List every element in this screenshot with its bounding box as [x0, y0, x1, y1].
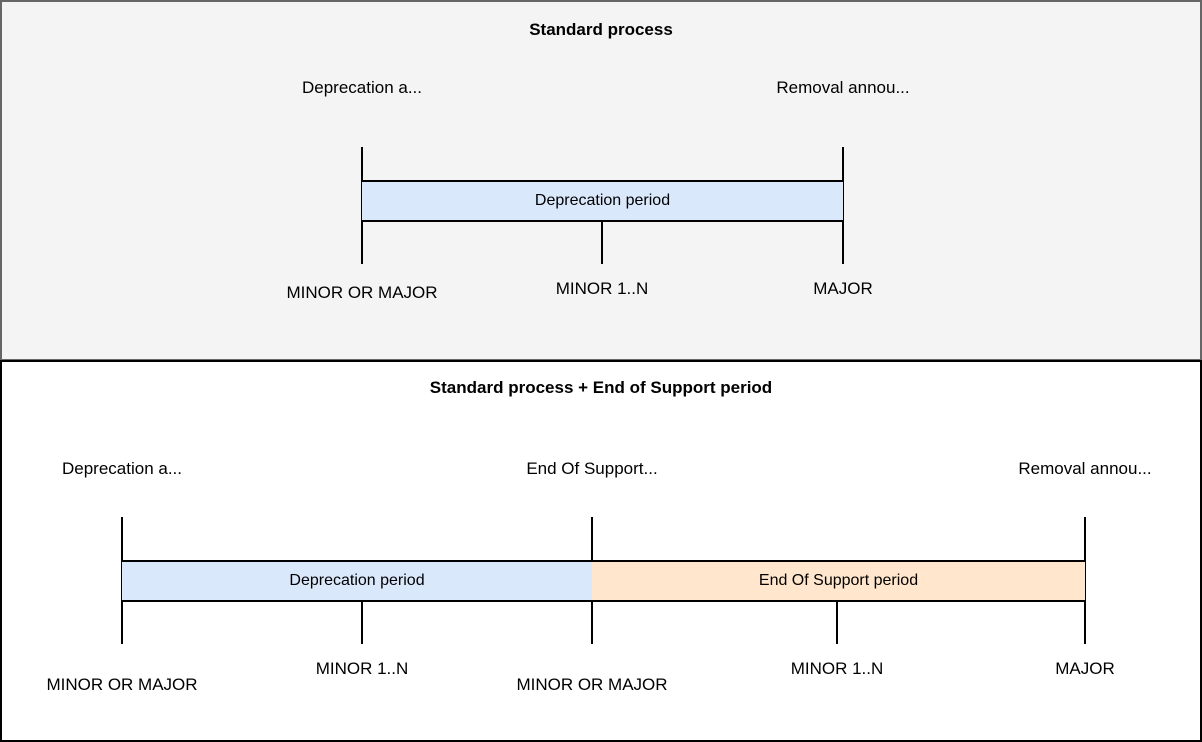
tick-mark-minor-1n-first-eos	[361, 602, 363, 644]
event-label-deprecation-announced-standard: Deprecation a...	[301, 78, 423, 97]
release-label-major-eos: MAJOR	[1055, 659, 1115, 678]
bar-deprecation-period-standard: Deprecation period	[362, 180, 843, 222]
release-label-minor-or-major-eos-2: MINOR OR MAJOR	[516, 675, 668, 694]
tick-mark-removal-eos	[1084, 517, 1086, 644]
event-label-removal-announced-standard: Removal annou...	[776, 78, 910, 97]
panel-standard-process-title: Standard process	[529, 20, 673, 39]
bar-deprecation-period-eos: Deprecation period	[122, 560, 592, 602]
release-label-minor-1n-standard: MINOR 1..N	[555, 279, 649, 298]
bar-end-of-support-period-eos: End Of Support period	[592, 560, 1085, 602]
event-label-removal-announced-eos: Removal annou...	[1018, 459, 1152, 478]
panel-standard-process: Standard process Deprecation a... Remova…	[0, 0, 1202, 361]
tick-mark-middle-standard	[601, 222, 603, 264]
bar-label-end-of-support-period-eos: End Of Support period	[758, 572, 919, 589]
release-label-minor-1n-eos-1: MINOR 1..N	[315, 659, 409, 678]
release-label-minor-or-major-standard-1: MINOR OR MAJOR	[286, 283, 438, 302]
tick-mark-minor-1n-second-eos	[836, 602, 838, 644]
panel-standard-process-with-end-of-support: Standard process + End of Support period…	[0, 360, 1202, 742]
panel-end-of-support-title: Standard process + End of Support period	[429, 378, 773, 397]
bar-label-deprecation-period-eos: Deprecation period	[289, 572, 425, 589]
event-label-deprecation-announced-eos: Deprecation a...	[61, 459, 183, 478]
release-label-minor-or-major-eos-1: MINOR OR MAJOR	[46, 675, 198, 694]
tick-mark-end-standard	[842, 147, 844, 264]
bar-label-deprecation-period-standard: Deprecation period	[534, 192, 671, 209]
release-label-minor-1n-eos-2: MINOR 1..N	[790, 659, 884, 678]
event-label-end-of-support-eos: End Of Support...	[526, 459, 658, 478]
release-label-major-standard: MAJOR	[813, 279, 873, 298]
